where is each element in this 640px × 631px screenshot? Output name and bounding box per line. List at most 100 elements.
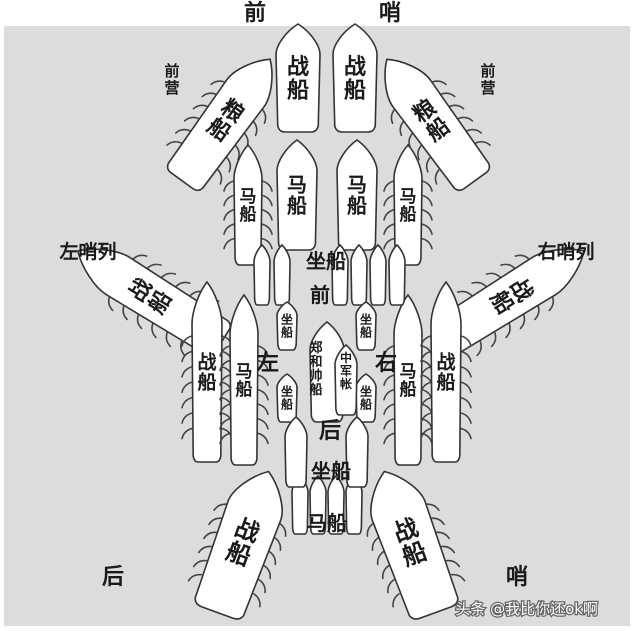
oar-mark — [180, 340, 186, 357]
oar-mark — [197, 545, 213, 554]
oar-mark — [181, 350, 193, 363]
oar-mark — [257, 403, 269, 416]
small-ship-seat-front-boats — [350, 243, 368, 306]
oar-mark — [261, 223, 273, 235]
oar-mark — [174, 128, 191, 134]
oar-mark — [471, 281, 487, 288]
ship-hull — [275, 23, 321, 133]
ship-hull — [345, 415, 369, 488]
oar-mark — [181, 335, 193, 347]
ship-label: 马船 — [347, 173, 367, 218]
oar-mark — [257, 418, 269, 430]
ship-hull — [253, 243, 271, 306]
oar-mark — [381, 564, 390, 580]
ship-hull — [370, 470, 459, 620]
oar-mark — [434, 169, 440, 185]
oar-mark — [383, 403, 395, 416]
ship-grain-right: 粮船 — [384, 58, 491, 192]
oar-mark — [122, 304, 128, 321]
label-front: 前 — [244, 0, 266, 26]
oar-mark — [534, 304, 540, 321]
label-rear-sentry: 哨 — [506, 564, 528, 590]
oar-mark — [383, 223, 395, 235]
oar-mark — [448, 104, 465, 110]
oar-mark — [219, 388, 231, 401]
label-left-sentry: 左哨列 — [59, 240, 116, 263]
ship-war-bottom-left: 战船 — [187, 470, 287, 620]
oar-mark — [383, 418, 395, 430]
ship-hull — [332, 23, 378, 133]
oar-mark — [421, 209, 433, 221]
ship-label: 马船 — [400, 362, 417, 400]
oar-mark — [223, 223, 235, 235]
oar-mark — [219, 345, 231, 357]
oar-mark — [420, 381, 432, 394]
small-ship-seat-front-boats — [388, 243, 406, 306]
ship-label: 战船 — [197, 352, 216, 394]
oar-mark — [383, 345, 395, 357]
oar-mark — [268, 550, 277, 566]
ship-hull — [276, 301, 298, 351]
oar-mark — [475, 140, 491, 146]
oar-mark — [257, 388, 269, 401]
label-front-camp-right: 前营 — [480, 62, 495, 97]
oar-mark — [146, 263, 162, 270]
oar-mark — [219, 359, 231, 372]
oar-mark — [514, 254, 530, 261]
ship-hull — [430, 280, 462, 463]
oar-mark — [417, 144, 423, 161]
oar-mark — [460, 412, 472, 424]
ship-hull — [388, 243, 406, 306]
ship-hull — [233, 143, 263, 266]
ship-hull — [229, 293, 259, 466]
oar-mark — [261, 194, 273, 207]
oar-mark — [460, 381, 472, 394]
oar-mark — [257, 359, 269, 372]
oar-mark — [201, 92, 218, 98]
small-ship-seat-side-right — [355, 301, 377, 351]
oar-mark — [219, 374, 231, 386]
oar-mark — [392, 593, 400, 608]
ship-grain-left: 粮船 — [166, 58, 273, 192]
ship-hull — [309, 474, 327, 535]
oar-mark — [383, 180, 395, 192]
label-horse-rear: 马船 — [307, 511, 347, 535]
oar-mark — [460, 427, 472, 440]
ship-label: 马船 — [400, 187, 417, 225]
ship-hull — [355, 301, 377, 351]
oar-mark — [456, 290, 473, 297]
oar-mark — [192, 559, 208, 568]
oar-mark — [261, 209, 273, 221]
ship-war-top-right: 战船 — [332, 23, 378, 133]
ship-war-top-left: 战船 — [275, 23, 321, 133]
oar-mark — [165, 331, 172, 348]
oar-mark — [181, 427, 193, 440]
oar-mark — [430, 517, 445, 526]
ship-horse-r2-1: 马船 — [223, 143, 273, 266]
label-flagship: 郑和帅船 — [309, 340, 322, 398]
oar-mark — [278, 522, 287, 538]
oar-mark — [457, 116, 474, 122]
ship-hull — [384, 58, 491, 192]
ship-hull — [393, 293, 423, 466]
oar-mark — [421, 194, 433, 207]
ship-hull — [327, 474, 345, 535]
oar-mark — [208, 517, 223, 526]
ship-hull — [284, 415, 308, 488]
small-ship-seat-front-boats — [273, 243, 291, 306]
label-command-tent: 中军帐 — [340, 350, 352, 391]
ship-hull — [273, 243, 291, 306]
oar-mark — [383, 359, 395, 372]
ship-hull — [350, 243, 368, 306]
oar-mark — [263, 564, 272, 580]
oar-mark — [223, 237, 235, 250]
oar-mark — [192, 104, 209, 110]
ship-war-bottom-right: 战船 — [366, 470, 466, 620]
ship-label: 战船 — [344, 54, 366, 103]
oar-mark — [466, 128, 483, 134]
small-ship-seat-front-boats — [331, 243, 349, 306]
small-ship-seat-side-left2 — [276, 373, 298, 423]
oar-mark — [257, 345, 269, 357]
oar-mark — [203, 531, 218, 540]
oar-mark — [175, 281, 191, 288]
